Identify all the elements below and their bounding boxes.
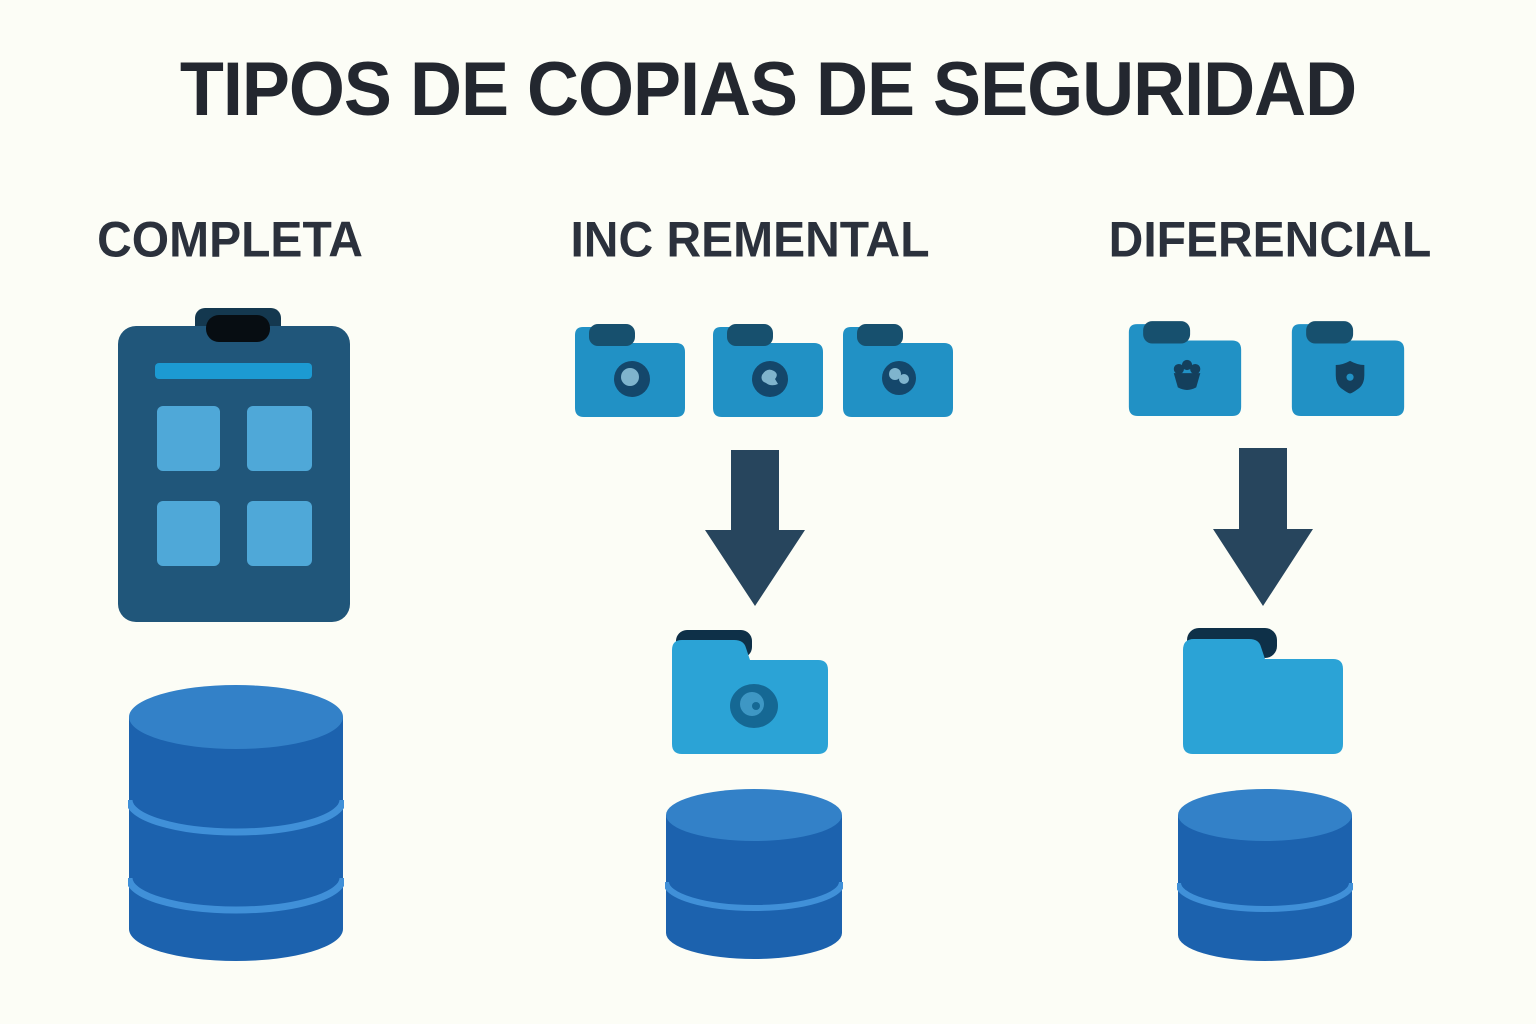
folder-sphere-badge-icon: [575, 324, 685, 417]
shield-glyph-icon: [1335, 360, 1365, 394]
folder-tab: [857, 324, 903, 346]
database-body: [666, 815, 842, 959]
sphere-glyph-icon: [621, 368, 639, 386]
database-body: [129, 717, 343, 961]
column-header-diferencial: DIFERENCIAL: [1108, 213, 1432, 269]
folder-tab: [1306, 321, 1354, 344]
database-body: [1178, 815, 1352, 961]
bird-glyph-icon: [761, 369, 778, 386]
database-top: [129, 685, 343, 749]
flower-glyph-dot: [899, 374, 909, 384]
folder-body: [1183, 639, 1343, 754]
sphere-glyph-icon: [740, 692, 764, 716]
folder-flower-badge-icon: [843, 324, 953, 417]
folder-basket-glyph-icon: [1128, 321, 1242, 416]
sphere-glyph-dot: [752, 702, 760, 710]
database-separator-1: [665, 881, 843, 911]
database-top: [666, 789, 842, 841]
database-2-tier-icon: [1177, 789, 1353, 961]
database-separator-2: [128, 877, 344, 914]
folder-tab: [1143, 321, 1191, 344]
folder-tab: [589, 324, 635, 346]
clipboard-square-1: [157, 406, 220, 471]
arrow-shape: [1213, 448, 1313, 606]
folder-body: [1128, 324, 1242, 416]
column-header-incremental: INC REMENTAL: [570, 213, 930, 269]
clipboard-title-bar: [155, 363, 312, 379]
clipboard-icon: [118, 308, 350, 622]
database-2-tier-icon: [665, 789, 843, 959]
basket-glyph-icon: [1173, 359, 1201, 390]
clipboard-clip: [206, 315, 270, 342]
down-arrow-icon: [1213, 448, 1313, 606]
flower-glyph-icon: [889, 368, 901, 380]
clipboard-square-4: [247, 501, 312, 566]
arrow-shape: [705, 450, 805, 606]
down-arrow-icon: [705, 450, 805, 606]
folder-merged-sphere-badge-icon: [672, 630, 828, 754]
column-header-completa: COMPLETA: [97, 213, 363, 269]
folder-tab: [727, 324, 773, 346]
database-top: [1178, 789, 1352, 841]
folder-shield-glyph-icon: [1291, 321, 1405, 416]
clipboard-square-3: [157, 501, 220, 566]
database-3-tier-icon: [128, 685, 344, 961]
folder-bird-badge-icon: [713, 324, 823, 417]
folder-plain-icon: [1183, 628, 1343, 754]
page-title: TIPOS DE COPIAS DE SEGURIDAD: [179, 47, 1357, 132]
clipboard-square-2: [247, 406, 312, 471]
database-separator-1: [1177, 882, 1353, 912]
database-separator-1: [128, 799, 344, 836]
